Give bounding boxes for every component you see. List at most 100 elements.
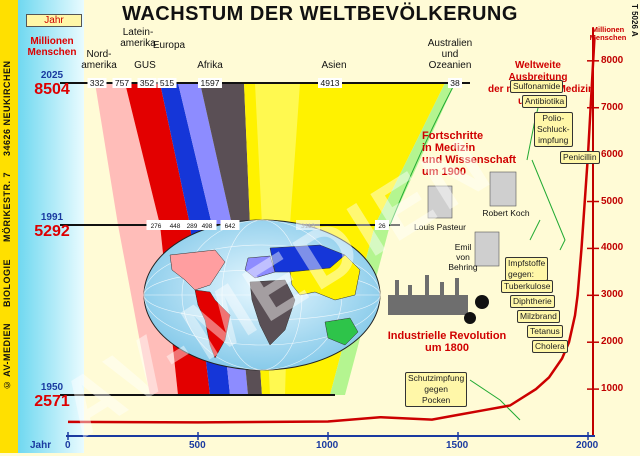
x-tick-label: 0	[65, 440, 71, 451]
pasteur-portrait	[427, 185, 453, 219]
value-label-bg	[146, 220, 166, 230]
sidebar-line: © AV-MEDIEN	[2, 322, 12, 390]
value-label-bg	[165, 220, 185, 230]
value-label: 38	[450, 78, 460, 88]
jahr-header: Jahr	[26, 14, 82, 27]
values-2025: 332 757 352 515 1597 4913 38	[87, 78, 462, 88]
annotation-industrie: Industrielle Revolution um 1800	[387, 330, 507, 354]
region-asien: Asien	[321, 60, 347, 71]
y-tick-label: 3000	[601, 289, 624, 301]
y-tick-label: 6000	[601, 148, 624, 160]
value-label-bg	[182, 220, 202, 230]
x-tick-label: 1000	[316, 440, 339, 451]
region-nordamerika: Nord- amerika	[81, 49, 117, 71]
year-1991: 1991 5292	[22, 212, 82, 241]
sidebar-publisher: © AV-MEDIEN BIOLOGIE MÖRIKESTR. 7 34626 …	[2, 60, 16, 390]
value-label-bg	[296, 220, 320, 230]
y-tick-label: 2000	[601, 336, 624, 348]
population-curve	[67, 37, 596, 424]
value-label: 3113	[301, 223, 315, 230]
box-pocken: Schutzimpfung gegen Pocken	[405, 372, 468, 407]
x-axis-ticks	[67, 432, 589, 440]
value-label-bg	[87, 78, 107, 88]
year-label: 1991	[40, 212, 64, 223]
y-axis-title-line: Menschen	[589, 33, 627, 42]
region-gus: GUS	[134, 60, 156, 71]
factory-icon	[388, 275, 468, 315]
box-milzbrand: Milzbrand	[517, 310, 560, 323]
y-axis-ticks	[587, 60, 599, 390]
year-label: 1950	[40, 382, 64, 393]
value-label: 289	[187, 223, 198, 230]
value-label-bg	[157, 78, 177, 88]
value-label-bg	[197, 220, 217, 230]
sidebar-line: BIOLOGIE	[2, 258, 12, 307]
y-tick-label: 4000	[601, 242, 624, 254]
y-axis-title-line: Millionen	[591, 25, 625, 34]
year-1950: 1950 2571	[22, 382, 82, 411]
region-ozeanien: Australien und Ozeanien	[427, 38, 473, 71]
value-label-bg	[448, 78, 462, 88]
y-tick-label: 5000	[601, 195, 624, 207]
x-axis-title: Jahr	[30, 440, 52, 451]
region-lateinamerika: Latein- amerika	[120, 27, 156, 49]
year-label: 2025	[40, 70, 64, 81]
millionen-label: Millionen	[30, 36, 74, 47]
value-label: 352	[140, 78, 154, 88]
box-antibiotika: Antibiotika	[522, 95, 568, 108]
value-label: 642	[225, 223, 236, 230]
value-label: 26	[378, 223, 386, 230]
behring-portrait	[474, 231, 500, 267]
y-tick-label: 1000	[601, 383, 624, 395]
box-tetanus: Tetanus	[527, 325, 563, 338]
value-label: 498	[202, 223, 213, 230]
menschen-label: Menschen	[27, 47, 77, 58]
value-label: 448	[170, 223, 181, 230]
x-tick-label: 500	[189, 440, 206, 451]
box-cholera: Cholera	[532, 340, 568, 353]
box-penicillin: Penicillin	[560, 151, 600, 164]
values-1991: 276 448 289 498 642 3113 26	[146, 220, 389, 230]
box-sulfonamide: Sulfonamide	[510, 80, 564, 93]
value-label-bg	[137, 78, 157, 88]
box-tuberkulose: Tuberkulose	[501, 280, 554, 293]
value-label-bg	[375, 220, 389, 230]
pop-label: 5292	[34, 223, 70, 240]
product-code: T 5026 A	[630, 4, 639, 37]
value-label: 276	[151, 223, 162, 230]
x-tick-label: 1500	[446, 440, 469, 451]
year-2025: 2025 8504	[22, 70, 82, 99]
value-label-bg	[318, 78, 342, 88]
x-tick-label: 2000	[576, 440, 599, 451]
value-label: 4913	[321, 78, 340, 88]
annotation-fortschritte: Fortschritte in Medizin und Wissenschaft…	[422, 130, 517, 178]
value-label: 332	[90, 78, 104, 88]
millionen-header: Millionen Menschen	[22, 36, 82, 58]
box-diphtherie: Diphtherie	[510, 295, 555, 308]
koch-portrait	[489, 171, 517, 207]
value-label: 515	[160, 78, 174, 88]
region-afrika: Afrika	[197, 60, 223, 71]
sidebar-line: MÖRIKESTR. 7	[2, 172, 12, 243]
globe-icon	[143, 219, 381, 371]
label-pasteur: Louis Pasteur	[414, 222, 466, 232]
y-tick-label: 7000	[601, 101, 624, 113]
value-label-bg	[112, 78, 132, 88]
sidebar-strip	[0, 0, 18, 453]
box-polio: Polio- Schluck- impfung	[534, 112, 573, 147]
pop-label: 2571	[34, 393, 70, 410]
value-label-bg	[220, 220, 240, 230]
box-impfstoffe: Impfstoffe gegen:	[505, 257, 549, 281]
value-label: 1597	[201, 78, 220, 88]
y-axis-title: Millionen Menschen	[580, 26, 636, 42]
region-europa: Europa	[152, 40, 186, 51]
pop-label: 8504	[34, 81, 70, 98]
page-title: WACHSTUM DER WELTBEVÖLKERUNG	[122, 3, 518, 25]
value-label-bg	[198, 78, 222, 88]
sidebar-line: 34626 NEUKIRCHEN	[2, 60, 12, 156]
label-koch: Robert Koch	[482, 208, 530, 218]
year-panel	[18, 0, 84, 453]
value-label: 757	[115, 78, 129, 88]
gear-icon	[464, 295, 489, 324]
